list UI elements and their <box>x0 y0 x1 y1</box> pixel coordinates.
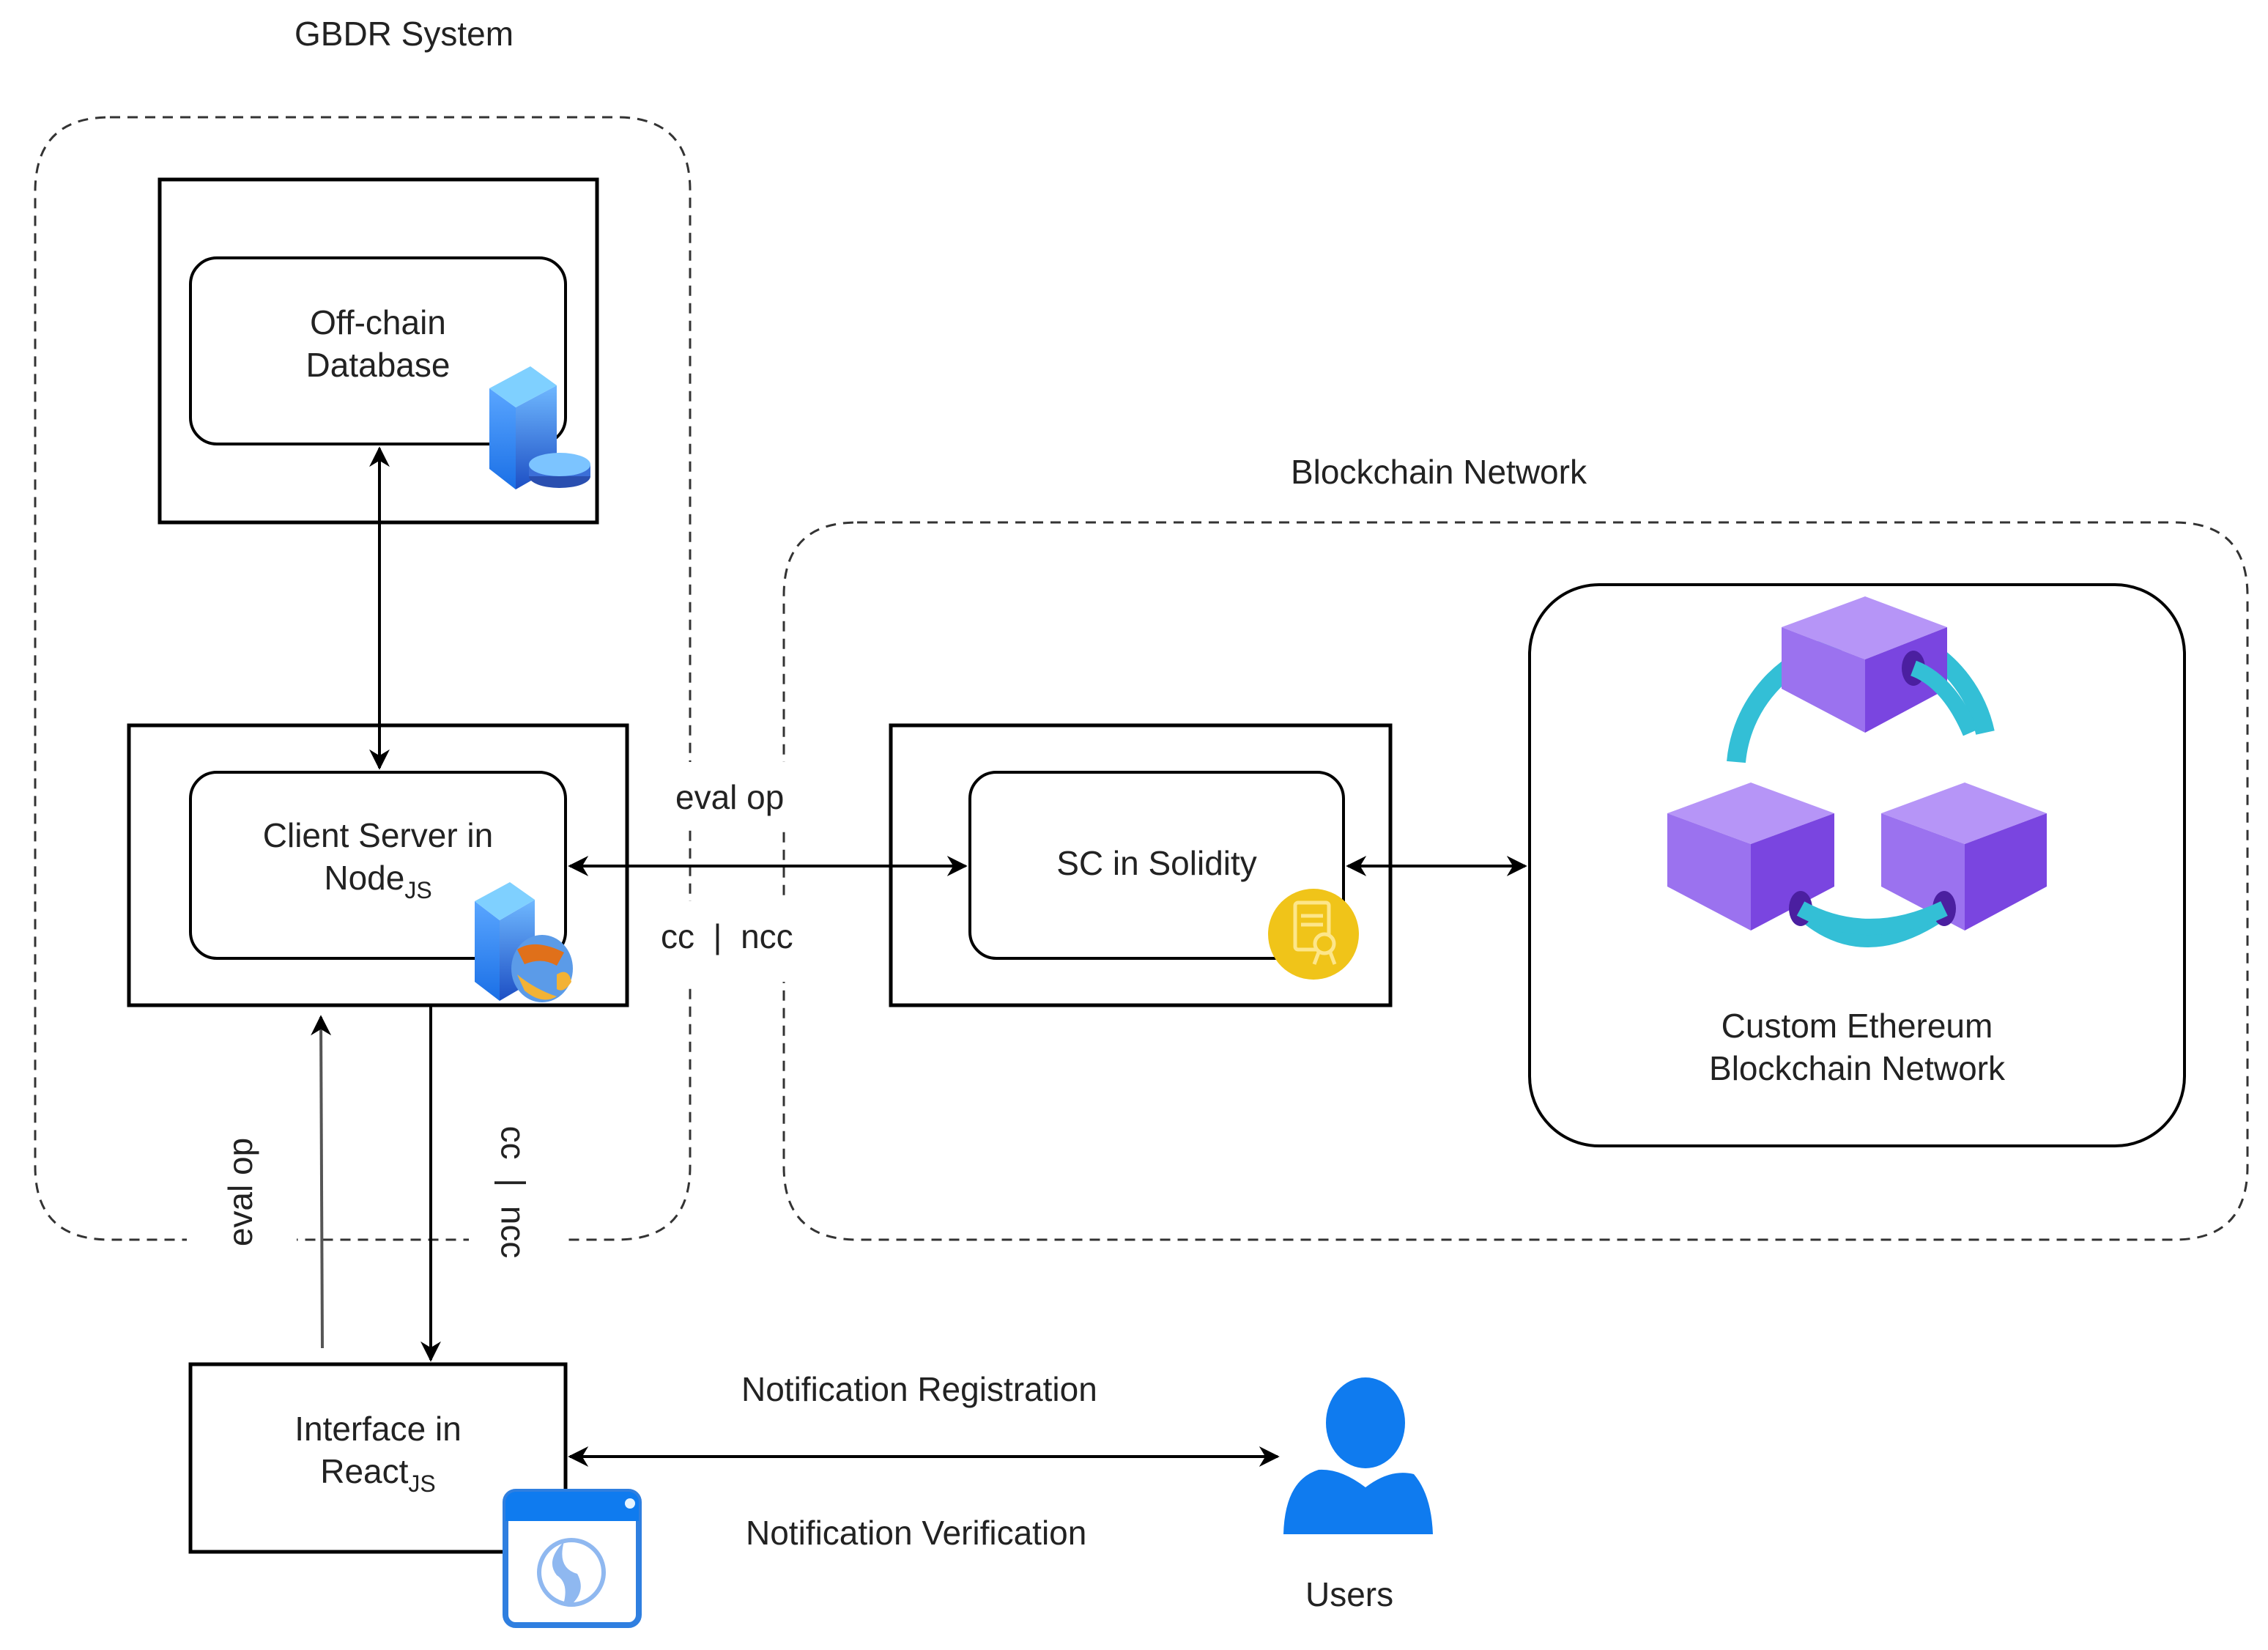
edge-interface-client-up <box>311 1015 332 1349</box>
client-server-label-line2: Node <box>324 858 405 897</box>
users-label: Users <box>1305 1575 1394 1613</box>
smart-contract-label: SC in Solidity <box>1056 844 1257 882</box>
client-server-label: Client Server in NodeJS <box>190 815 566 905</box>
blockchain-group-boundary <box>782 521 2249 1241</box>
ethereum-network-label-line2: Blockchain Network <box>1709 1048 2005 1087</box>
edge-label-client-sc-top: eval op <box>675 778 785 816</box>
interface-label-line2: React <box>320 1451 409 1490</box>
client-server-inner-box[interactable] <box>189 771 567 960</box>
web-server-icon <box>475 882 573 1002</box>
edge-label-users-top: Notification Registration <box>741 1370 1097 1408</box>
offchain-db-label-line2: Database <box>305 345 451 384</box>
edge-label-client-sc-bottom: cc | ncc <box>661 917 793 955</box>
edge-label-interface-up: eval op <box>221 1137 260 1247</box>
browser-globe-icon <box>503 1489 642 1628</box>
edge-label-interface-down: cc | ncc <box>494 1125 533 1259</box>
certificate-icon <box>1268 889 1359 980</box>
smart-contract-inner-box[interactable] <box>968 771 1345 960</box>
interface-box[interactable] <box>188 1362 568 1554</box>
ethereum-network-label: Custom Ethereum Blockchain Network <box>1530 1005 2184 1089</box>
offchain-db-inner-box[interactable] <box>189 256 567 445</box>
edge-label-users-bottom: Notification Verification <box>746 1514 1087 1552</box>
ethereum-network-label-line1: Custom Ethereum <box>1721 1007 1993 1045</box>
database-server-icon <box>489 366 590 489</box>
client-server-label-sub: JS <box>404 876 432 903</box>
gbdr-group-label: GBDR System <box>294 15 514 53</box>
offchain-db-label: Off-chain Database <box>190 302 566 386</box>
interface-label: Interface in ReactJS <box>190 1408 566 1498</box>
gbdr-group-boundary <box>34 116 692 1241</box>
offchain-db-label-line1: Off-chain <box>310 303 446 341</box>
interface-label-sub: JS <box>408 1470 436 1497</box>
blockchain-cubes-icon <box>1667 596 2047 947</box>
interface-label-line1: Interface in <box>294 1410 462 1448</box>
client-server-label-line1: Client Server in <box>262 816 494 854</box>
blockchain-group-label: Blockchain Network <box>1291 453 1587 491</box>
ethereum-network-box[interactable] <box>1528 583 2186 1147</box>
user-icon <box>1283 1377 1433 1534</box>
